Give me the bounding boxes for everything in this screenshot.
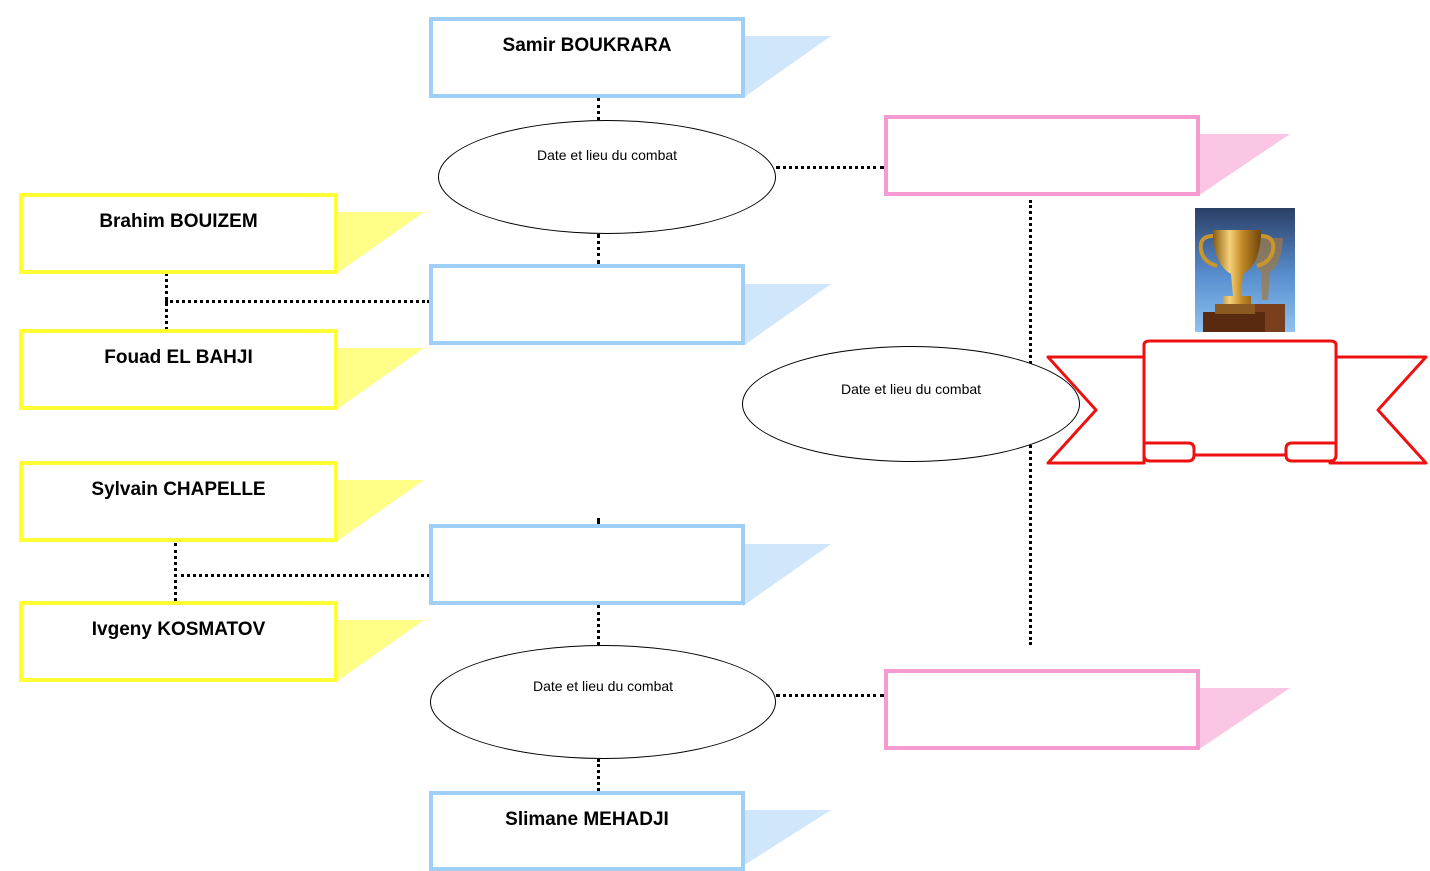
- connector-line: [597, 605, 600, 645]
- fighter-name: Samir BOUKRARA: [502, 35, 672, 56]
- winner-box-b[interactable]: [429, 524, 745, 605]
- winner-box-a[interactable]: [429, 264, 745, 345]
- box-shadow-flag: [336, 212, 424, 274]
- match-date-ellipse-lower[interactable]: Date et lieu du combat: [430, 645, 776, 759]
- fighter-box-3[interactable]: Sylvain CHAPELLE: [19, 461, 338, 542]
- fighter-name: Sylvain CHAPELLE: [91, 479, 266, 500]
- box-shadow-flag: [336, 620, 424, 682]
- ribbon-banner[interactable]: [1044, 339, 1430, 467]
- fighter-box-4[interactable]: Ivgeny KOSMATOV: [19, 601, 338, 682]
- box-shadow-flag: [1198, 688, 1290, 750]
- connector-line: [165, 300, 430, 303]
- fighter-box-bottom-seed[interactable]: Slimane MEHADJI: [429, 791, 745, 871]
- match-date-ellipse-final[interactable]: Date et lieu du combat: [742, 346, 1080, 462]
- fighter-box-2[interactable]: Fouad EL BAHJI: [19, 329, 338, 410]
- fighter-box-top-seed[interactable]: Samir BOUKRARA: [429, 17, 745, 98]
- connector-line: [597, 518, 600, 524]
- connector-line: [776, 166, 884, 169]
- connector-line: [597, 759, 600, 791]
- fighter-name: Slimane MEHADJI: [505, 809, 669, 830]
- box-shadow-flag: [1198, 134, 1290, 196]
- match-date-label: Date et lieu du combat: [532, 678, 674, 694]
- box-shadow-flag: [743, 544, 831, 606]
- fighter-box-1[interactable]: Brahim BOUIZEM: [19, 193, 338, 274]
- match-date-ellipse-upper[interactable]: Date et lieu du combat: [438, 120, 776, 234]
- connector-line: [597, 234, 600, 264]
- trophy-icon: [1195, 208, 1295, 332]
- connector-line: [174, 543, 177, 601]
- box-shadow-flag: [743, 284, 831, 346]
- match-date-label: Date et lieu du combat: [536, 147, 678, 163]
- connector-line: [597, 98, 600, 120]
- finalist-box-lower[interactable]: [884, 669, 1200, 750]
- box-shadow-flag: [336, 348, 424, 410]
- fighter-name: Fouad EL BAHJI: [104, 347, 253, 368]
- box-shadow-flag: [743, 810, 831, 866]
- box-shadow-flag: [336, 480, 424, 542]
- finalist-box-upper[interactable]: [884, 115, 1200, 196]
- match-date-label: Date et lieu du combat: [840, 381, 982, 397]
- connector-line: [776, 694, 884, 697]
- fighter-name: Brahim BOUIZEM: [99, 211, 258, 232]
- fighter-name: Ivgeny KOSMATOV: [91, 619, 266, 640]
- box-shadow-flag: [743, 36, 831, 98]
- connector-line: [174, 574, 430, 577]
